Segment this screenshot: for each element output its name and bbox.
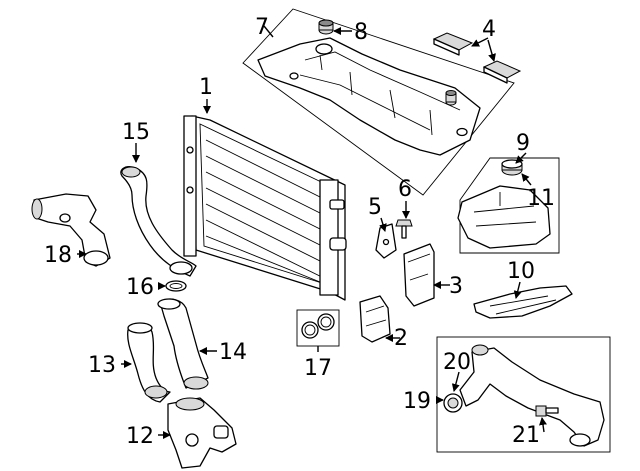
radiator-upper-cover <box>257 37 481 156</box>
callout-17: 17 <box>304 356 332 381</box>
clip-near-cover <box>445 90 457 106</box>
clip-8 <box>318 19 334 35</box>
callout-12: 12 <box>126 424 154 449</box>
coolant-pipe <box>459 344 605 447</box>
outlet-housing <box>31 193 111 267</box>
callout-10: 10 <box>507 259 535 284</box>
callout-16: 16 <box>126 275 154 300</box>
leader-lines <box>77 25 547 439</box>
callout-3: 3 <box>449 274 463 299</box>
callout-20: 20 <box>443 350 471 375</box>
callout-18: 18 <box>44 243 72 268</box>
lower-hose-14 <box>157 298 209 390</box>
seal-strip-4a <box>432 32 474 56</box>
callout-15: 15 <box>122 120 150 145</box>
o-ring <box>165 280 187 292</box>
callout-21: 21 <box>512 423 540 448</box>
callout-8: 8 <box>354 20 368 45</box>
callout-14: 14 <box>219 340 247 365</box>
callout-19: 19 <box>403 389 431 414</box>
callout-11: 11 <box>527 186 555 211</box>
callout-2: 2 <box>394 326 408 351</box>
callout-6: 6 <box>398 177 412 202</box>
lower-hose-13 <box>127 322 171 403</box>
bracket-5 <box>375 223 397 259</box>
seal-19-20 <box>443 393 463 413</box>
reservoir-group-box <box>459 157 560 254</box>
radiator <box>183 115 347 301</box>
callout-labels: 1 2 3 4 5 6 7 8 9 10 11 12 13 14 15 16 1… <box>44 15 555 449</box>
reservoir-bracket <box>473 285 573 319</box>
reservoir-cap <box>501 159 523 176</box>
seal-strip-4b <box>482 60 522 84</box>
callout-7: 7 <box>255 15 269 40</box>
callout-5: 5 <box>368 195 382 220</box>
bolt-6 <box>395 219 413 239</box>
coolant-housing <box>167 397 237 469</box>
callout-1: 1 <box>199 75 213 100</box>
air-deflector-2 <box>359 295 391 343</box>
pipe-group-box <box>436 336 611 453</box>
callout-13: 13 <box>88 353 116 378</box>
seal-kit <box>296 309 340 347</box>
callout-4: 4 <box>482 17 496 42</box>
upper-cover-group-box <box>242 8 515 196</box>
sensor-21 <box>535 405 559 417</box>
air-deflector-3 <box>403 243 435 307</box>
callout-9: 9 <box>516 131 530 156</box>
upper-radiator-hose <box>120 166 197 277</box>
coolant-reservoir <box>457 185 551 249</box>
